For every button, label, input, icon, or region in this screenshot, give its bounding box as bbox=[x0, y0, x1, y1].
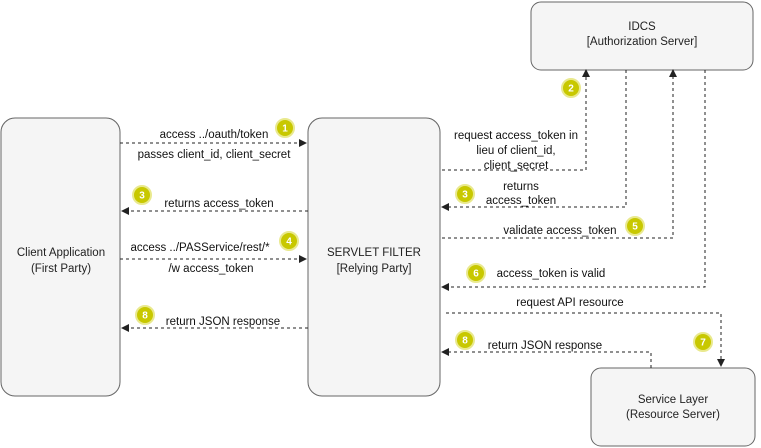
svg-text:4: 4 bbox=[286, 237, 292, 248]
edge-api-request bbox=[446, 312, 725, 367]
step-5-badge: 5 bbox=[625, 216, 645, 236]
svg-text:8: 8 bbox=[462, 336, 468, 347]
service-request-label: access ../PASService/rest/* bbox=[130, 242, 270, 254]
client-title: Client Application bbox=[17, 247, 105, 259]
filter-title: SERVLET FILTER bbox=[327, 247, 421, 259]
idcs-subtitle: [Authorization Server] bbox=[587, 36, 698, 48]
step-2-badge: 2 bbox=[561, 78, 581, 98]
step-6-badge: 6 bbox=[466, 263, 486, 283]
svg-text:8: 8 bbox=[142, 311, 148, 322]
valid-label: access_token is valid bbox=[497, 268, 606, 280]
client-subtitle: (First Party) bbox=[31, 263, 91, 275]
step-3-client-badge: 3 bbox=[132, 185, 152, 205]
validate-label: validate access_token bbox=[503, 225, 616, 237]
idcs-returns-label-2: access_token bbox=[486, 195, 556, 207]
service-layer-node: Service Layer (Resource Server) bbox=[590, 367, 756, 447]
svg-text:6: 6 bbox=[473, 269, 479, 280]
service-request-label-2: /w access_token bbox=[168, 263, 253, 275]
client-response-label: return JSON response bbox=[166, 316, 280, 328]
api-request-label: request API resource bbox=[516, 297, 623, 309]
edge-idcs-request bbox=[442, 69, 590, 171]
svg-text:3: 3 bbox=[462, 190, 468, 201]
edge-validate bbox=[442, 69, 677, 239]
client-application-node: Client Application (First Party) bbox=[0, 117, 121, 397]
step-8-client-badge: 8 bbox=[135, 305, 155, 325]
client-returns-label: returns access_token bbox=[164, 198, 273, 210]
svg-text:7: 7 bbox=[700, 338, 706, 349]
svg-text:5: 5 bbox=[632, 222, 638, 233]
token-request-label-2: passes client_id, client_secret bbox=[138, 149, 292, 161]
service-subtitle: (Resource Server) bbox=[626, 409, 720, 421]
step-1-badge: 1 bbox=[275, 118, 295, 138]
edge-valid bbox=[441, 70, 706, 291]
filter-subtitle: [Relying Party] bbox=[337, 263, 412, 275]
idcs-returns-label: returns bbox=[503, 181, 539, 193]
idcs-request-label-2: lieu of client_id, bbox=[476, 145, 555, 157]
service-title: Service Layer bbox=[638, 394, 708, 406]
idcs-node: IDCS [Authorization Server] bbox=[530, 1, 754, 71]
step-7-badge: 7 bbox=[693, 332, 713, 352]
api-response-label: return JSON response bbox=[488, 340, 602, 352]
svg-text:2: 2 bbox=[568, 84, 574, 95]
step-8-badge: 8 bbox=[455, 330, 475, 350]
servlet-filter-node: SERVLET FILTER [Relying Party] bbox=[307, 117, 441, 397]
svg-text:3: 3 bbox=[139, 191, 145, 202]
edge-idcs-returns bbox=[441, 70, 627, 211]
idcs-title: IDCS bbox=[628, 21, 656, 33]
edge-api-response bbox=[441, 348, 652, 368]
idcs-request-label: request access_token in bbox=[454, 130, 578, 142]
step-3-badge: 3 bbox=[455, 184, 475, 204]
idcs-request-label-3: client_secret bbox=[484, 160, 549, 172]
svg-text:1: 1 bbox=[282, 124, 288, 135]
token-request-label: access ../oauth/token bbox=[160, 129, 269, 141]
step-4-badge: 4 bbox=[279, 231, 299, 251]
